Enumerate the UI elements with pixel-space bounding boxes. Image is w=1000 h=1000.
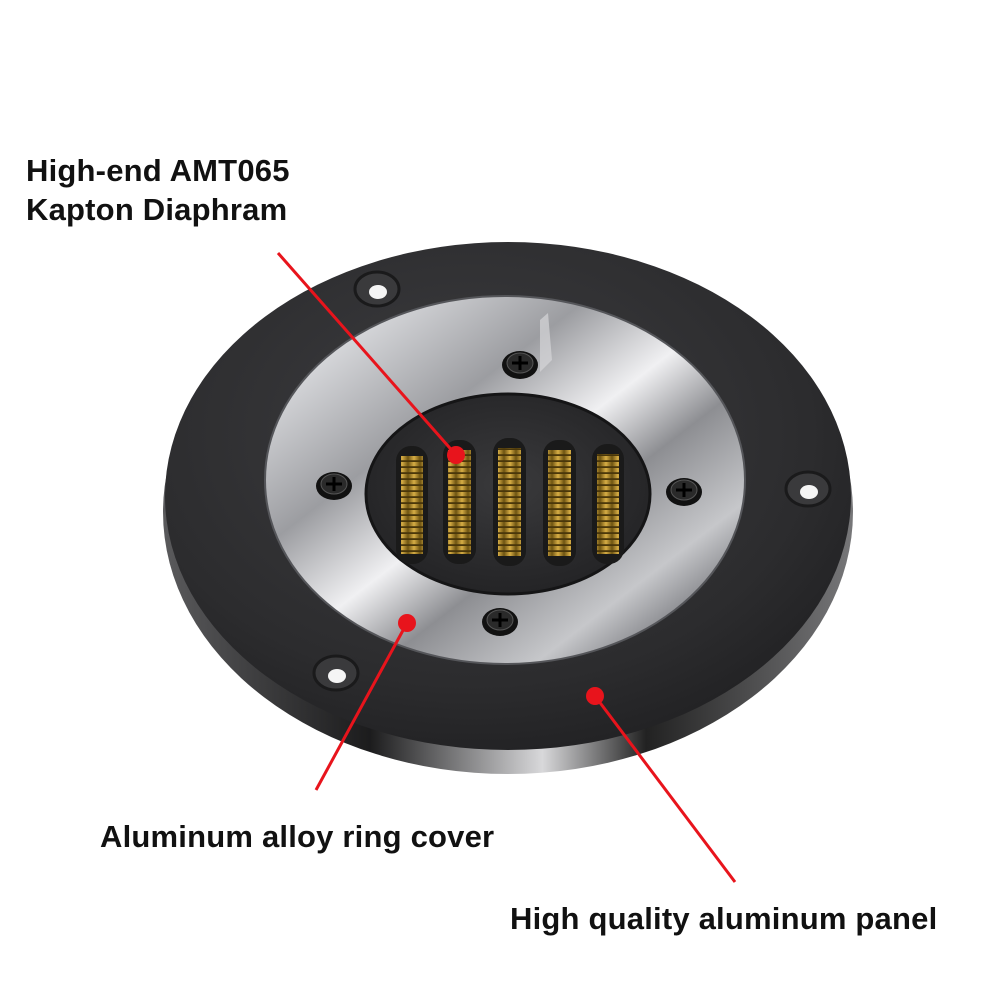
callout-dot-icon <box>586 687 604 705</box>
diaphragm-label-line2: Kapton Diaphram <box>26 191 288 227</box>
callout-diaphragm <box>276 252 465 464</box>
panel-label: High quality aluminum panel <box>510 901 938 936</box>
callout-panel <box>586 687 737 883</box>
mounting-hole-icon <box>312 654 360 692</box>
kapton-diaphragm <box>396 438 624 566</box>
callout-dot-icon <box>398 614 416 632</box>
phillips-screw-icon <box>482 608 518 636</box>
mounting-hole-icon <box>353 270 401 308</box>
ring-cover-label: Aluminum alloy ring cover <box>100 819 495 854</box>
phillips-screw-icon <box>666 478 702 506</box>
mounting-hole-icon <box>784 470 832 508</box>
diaphragm-label: High-end AMT065 Kapton Diaphram <box>26 152 290 230</box>
callout-ring <box>314 614 416 791</box>
phillips-screw-icon <box>316 472 352 500</box>
callout-dot-icon <box>447 446 465 464</box>
diaphragm-label-line1: High-end AMT065 <box>26 153 290 188</box>
phillips-screw-icon <box>502 351 538 379</box>
